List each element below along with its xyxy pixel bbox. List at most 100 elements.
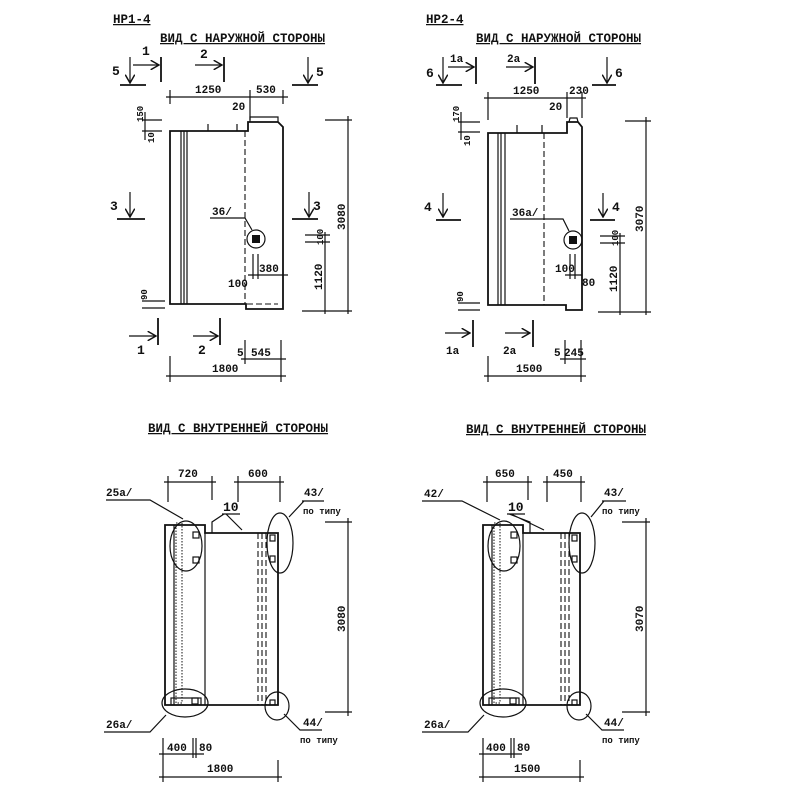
dim-label: 1250 [195, 85, 221, 97]
callout-label: 36/ [212, 207, 232, 219]
dim-label: 80 [199, 743, 212, 755]
dim-label: 90 [140, 289, 150, 300]
section-label: 3 [110, 199, 118, 214]
dim-label: 3080 [337, 204, 349, 230]
dim-label: 150 [136, 106, 146, 122]
detail-ellipse [487, 520, 521, 572]
outer-view-hp2-4: НР2-4 ВИД С НАРУЖНОЙ СТОРОНЫ 6 1а 2а 6 4… [424, 13, 651, 382]
detail-ellipse [479, 688, 527, 718]
callout-note: по типу [602, 507, 640, 517]
dim-label: 1800 [207, 764, 233, 776]
dim-label: 100 [316, 229, 326, 245]
dim-label: 5 [554, 348, 561, 360]
dim-label: 545 [251, 348, 271, 360]
section-label: 2 [200, 47, 208, 62]
detail-ellipse [161, 688, 209, 718]
dim-label: 20 [232, 102, 245, 114]
dim-label: 650 [495, 469, 515, 481]
embedded-part-circle [563, 230, 583, 250]
dim-label: 80 [517, 743, 530, 755]
view-title: ВИД С ВНУТРЕННЕЙ СТОРОНЫ [148, 421, 329, 436]
section-label: 1а [450, 54, 464, 66]
dim-label: 720 [178, 469, 198, 481]
dim-label: 1800 [212, 364, 238, 376]
section-label: 6 [426, 66, 434, 81]
dim-label: 1120 [609, 266, 621, 292]
panel-outline: 36/ [169, 116, 284, 310]
section-label: 2а [503, 346, 517, 358]
callout-label: 26а/ [106, 720, 133, 732]
section-label: 1а [446, 346, 460, 358]
detail-ellipse [264, 691, 290, 721]
callout-note: по типу [300, 736, 338, 746]
inner-view-right: ВИД С ВНУТРЕННЕЙ СТОРОНЫ 42/ 43/ по типу… [422, 422, 650, 782]
detail-label: 10 [223, 500, 239, 515]
detail-label: 10 [508, 500, 524, 515]
section-markers: 6 1а 2а 6 4 4 1а 2а [424, 54, 623, 358]
detail-ellipse [169, 520, 203, 572]
dim-label: 1250 [513, 86, 539, 98]
callout-label: 43/ [304, 488, 324, 500]
callout-note: по типу [602, 736, 640, 746]
dim-label: 10 [463, 135, 473, 146]
view-title: ВИД С ВНУТРЕННЕЙ СТОРОНЫ [466, 422, 647, 437]
section-label: 4 [424, 200, 432, 215]
dimensions: 1250 530 20 150 10 3080 100 1120 380 100… [136, 85, 352, 382]
view-title: ВИД С НАРУЖНОЙ СТОРОНЫ [476, 31, 642, 46]
detail-ellipse [566, 691, 592, 721]
callout-label: 36а/ [512, 208, 539, 220]
callout-note: по типу [303, 507, 341, 517]
dim-label: 100 [611, 230, 621, 246]
panel-outline [479, 512, 596, 721]
dim-label: 20 [549, 102, 562, 114]
dimensions: 720 600 3080 400 80 1800 [159, 469, 352, 782]
dim-label: 380 [259, 264, 279, 276]
callouts: 25а/ 43/ по типу 26а/ 44/ по типу 10 [104, 488, 341, 746]
callout-label: 25а/ [106, 488, 133, 500]
section-label: 2 [198, 343, 206, 358]
callout-label: 44/ [604, 718, 624, 730]
view-title: ВИД С НАРУЖНОЙ СТОРОНЫ [160, 31, 326, 46]
dim-label: 245 [564, 348, 584, 360]
embedded-part-circle [246, 229, 266, 249]
section-label: 2а [507, 54, 521, 66]
panel-outline [161, 512, 294, 721]
panel-mark: НР2-4 [426, 13, 464, 27]
dim-label: 3080 [337, 606, 349, 632]
detail-ellipse [266, 512, 294, 574]
detail-ellipse [568, 512, 596, 574]
panel-outline: 36а/ [487, 117, 583, 311]
dim-label: 5 [237, 348, 244, 360]
section-label: 1 [137, 343, 145, 358]
panel-mark: НР1-4 [113, 13, 151, 27]
dim-label: 230 [569, 86, 589, 98]
dim-label: 400 [486, 743, 506, 755]
dim-label: 1500 [516, 364, 542, 376]
dim-label: 530 [256, 85, 276, 97]
callout-label: 26а/ [424, 720, 451, 732]
dim-label: 3070 [635, 206, 647, 232]
dim-label: 400 [167, 743, 187, 755]
dim-label: 600 [248, 469, 268, 481]
dimensions: 650 450 3070 400 80 1500 [479, 469, 650, 782]
section-label: 1 [142, 44, 150, 59]
inner-view-left: ВИД С ВНУТРЕННЕЙ СТОРОНЫ 25а/ 43/ по тип… [104, 421, 352, 782]
dim-label: 170 [452, 106, 462, 122]
section-label: 6 [615, 66, 623, 81]
dim-label: 1120 [314, 264, 326, 290]
dim-label: 450 [553, 469, 573, 481]
dim-label: 100 [228, 279, 248, 291]
dim-label: 1500 [514, 764, 540, 776]
section-markers: 5 1 2 5 3 3 1 2 [110, 44, 324, 358]
dimensions: 1250 230 20 170 10 3070 100 1120 100 80 … [452, 86, 651, 382]
outer-view-hp1-4: НР1-4 ВИД С НАРУЖНОЙ СТОРОНЫ 5 1 2 5 3 3… [110, 13, 352, 382]
callout-label: 43/ [604, 488, 624, 500]
section-label: 5 [316, 65, 324, 80]
dim-label: 10 [147, 132, 157, 143]
dim-label: 100 [555, 264, 575, 276]
callout-label: 42/ [424, 489, 444, 501]
dim-label: 90 [456, 291, 466, 302]
section-label: 5 [112, 64, 120, 79]
callout-label: 44/ [303, 718, 323, 730]
